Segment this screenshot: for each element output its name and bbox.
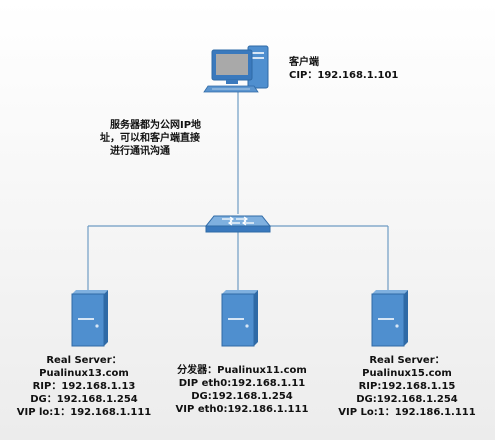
- right-server-rip: RIP:192.168.1.15: [358, 381, 456, 392]
- middle-server-title: 分发器：Pualinux11.com: [177, 365, 307, 376]
- right-server-label: Real Server： Pualinux15.com RIP:192.168.…: [325, 354, 489, 419]
- right-server-vip: VIP Lo:1：192.186.1.111: [338, 407, 476, 418]
- right-server-icon: [371, 290, 408, 347]
- middle-server-dip: DIP eth0:192.168.1.11: [178, 378, 306, 389]
- left-server-icon: [71, 290, 108, 347]
- client-name: 客户端: [289, 57, 319, 68]
- right-server-title: Real Server：: [369, 355, 445, 366]
- middle-server-dg: DG:192.168.1.254: [191, 391, 293, 402]
- note-line-2: 址，可以和客户端直接: [100, 133, 200, 144]
- left-server-title: Real Server：: [46, 355, 122, 366]
- client-label: 客户端 CIP：192.168.1.101: [289, 56, 398, 82]
- left-server-rip: RIP：192.168.1.13: [32, 381, 136, 392]
- note-line-1: 服务器都为公网IP地: [110, 120, 202, 131]
- note-line-3: 进行通讯沟通: [110, 146, 170, 157]
- public-ip-note: 服务器都为公网IP地 址，可以和客户端直接 进行通讯沟通: [100, 119, 202, 158]
- left-server-dg: DG：192.168.1.254: [30, 394, 138, 405]
- client-ip: CIP：192.168.1.101: [289, 70, 399, 81]
- left-server-vip: VIP lo:1：192.168.1.111: [16, 407, 152, 418]
- middle-server-icon: [221, 290, 258, 347]
- desktop-computer-icon: [203, 45, 269, 93]
- middle-server-label: 分发器：Pualinux11.com DIP eth0:192.168.1.11…: [166, 364, 318, 416]
- network-switch-icon: [204, 215, 272, 233]
- left-server-label: Real Server： Pualinux13.com RIP：192.168.…: [2, 354, 166, 419]
- right-server-hostname: Pualinux15.com: [362, 368, 452, 379]
- middle-server-vip: VIP eth0:192.186.1.111: [175, 404, 309, 415]
- connection-lines: [87, 92, 389, 292]
- right-server-dg: DG:192.168.1.254: [356, 394, 458, 405]
- left-server-hostname: Pualinux13.com: [39, 368, 129, 379]
